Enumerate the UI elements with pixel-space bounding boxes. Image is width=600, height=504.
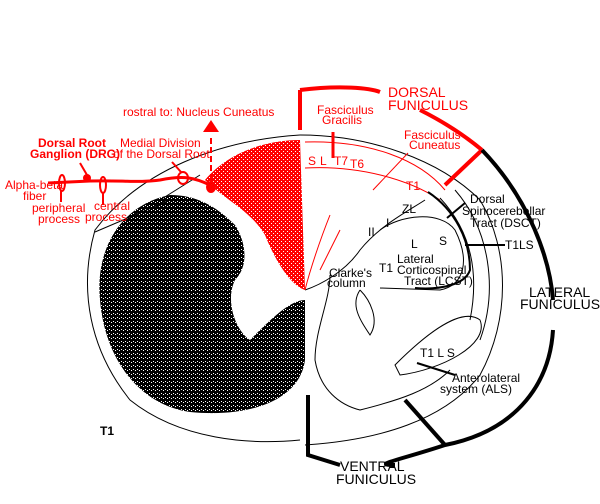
label-dsct-1: Dorsal <box>470 192 505 206</box>
rostral-arrow-icon <box>203 120 219 132</box>
label-alpha-1: Alpha-beta <box>5 178 63 192</box>
label-drg-1: Dorsal Root <box>38 136 106 150</box>
label-central-1: central <box>94 199 130 213</box>
left-gray-matter <box>99 195 306 414</box>
label-segment: T1 <box>100 424 114 438</box>
label-dsct-3: Tract (DSCT) <box>470 216 541 230</box>
dorsal-column-red <box>205 140 305 290</box>
lcst-outline <box>379 216 464 291</box>
label-t6: T6 <box>350 157 364 171</box>
label-cuneatus-1: Fasciculus <box>404 128 461 142</box>
label-ventral-funiculus-1: VENTRAL <box>340 458 405 474</box>
label-dorsal-funiculus-2: FUNICULUS <box>388 97 468 113</box>
label-t1-red: T1 <box>406 179 420 193</box>
label-l: L <box>320 154 327 168</box>
label-lcst-s: S <box>439 234 447 248</box>
label-t7: T7 <box>334 154 348 168</box>
label-drg-2: Ganglion (DRG) <box>30 147 120 161</box>
label-dsct-2: Spinocerebellar <box>462 204 545 218</box>
label-t1-black: T1 <box>379 261 393 275</box>
label-lcst-1: Lateral <box>397 252 434 266</box>
label-lcst-2: Corticospinal <box>397 263 466 277</box>
label-dorsal-funiculus-1: DORSAL <box>388 84 446 100</box>
label-als-tls: T1 L S <box>420 346 455 360</box>
als-outline <box>394 315 482 376</box>
left-cord-outline <box>87 134 301 443</box>
label-cuneatus-2: Cuneatus <box>409 138 460 152</box>
label-central-2: process <box>85 210 127 224</box>
label-ventral-funiculus-2: FUNICULUS <box>336 471 416 487</box>
label-clarke-2: column <box>327 276 366 290</box>
label-rostral: rostral to: Nucleus Cuneatus <box>123 105 274 119</box>
label-medial-1: Medial Division <box>120 136 201 150</box>
label-zl: ZL <box>402 202 416 216</box>
label-lateral-funiculus-2: FUNICULUS <box>520 296 600 312</box>
label-s: S <box>308 154 316 168</box>
label-lamina-i: I <box>386 216 389 230</box>
label-t1ls: T1LS <box>505 238 534 252</box>
label-lcst-l: L <box>411 237 418 251</box>
label-peripheral-2: process <box>38 212 80 226</box>
label-lamina-ii: II <box>368 225 375 239</box>
label-clarke-1: Clarke's <box>329 266 372 280</box>
label-als-2: system (ALS) <box>440 382 512 396</box>
label-lateral-funiculus-1: LATERAL <box>529 284 590 300</box>
label-gracilis-2: Gracilis <box>322 113 362 127</box>
label-lcst-3: Tract (LCST) <box>404 274 473 288</box>
right-gray-matter-outline <box>304 199 451 411</box>
label-peripheral-1: peripheral <box>32 201 85 215</box>
label-alpha-2: fiber <box>23 189 46 203</box>
right-cord-outline <box>299 134 503 446</box>
label-als-1: Anterolateral <box>452 371 520 385</box>
drg-cell-body <box>83 174 91 182</box>
label-gracilis-1: Fasciculus <box>317 103 374 117</box>
label-medial-2: of the Dorsal Root <box>113 147 210 161</box>
